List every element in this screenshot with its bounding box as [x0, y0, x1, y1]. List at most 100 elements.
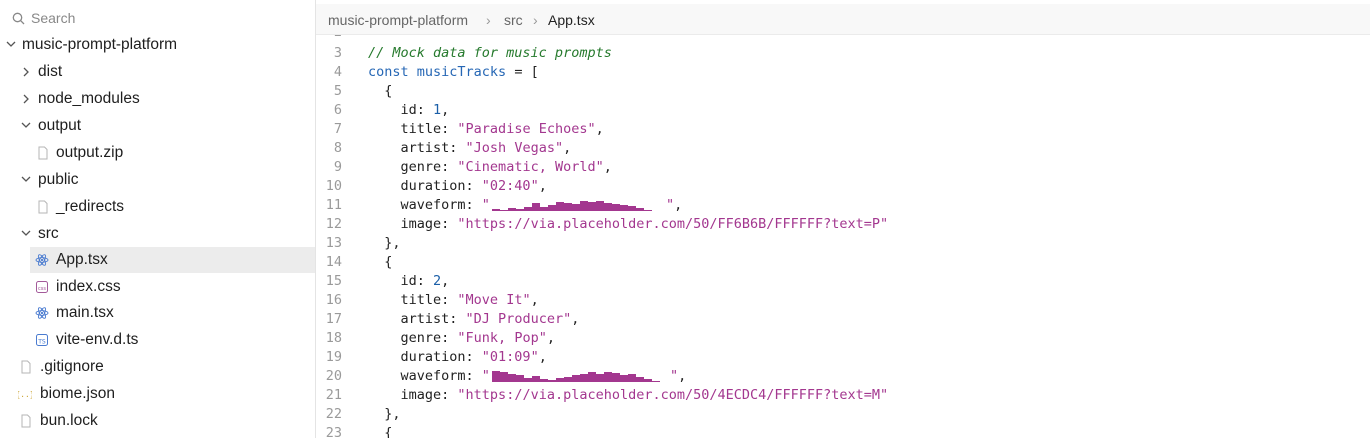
chevron-down-icon: [21, 230, 31, 236]
tree-item-biome-json[interactable]: {..} biome.json: [0, 381, 315, 407]
code-token: ,: [678, 368, 687, 384]
code-token: ,: [546, 330, 555, 346]
code-line: 21 image: "https://via.placeholder.com/5…: [316, 386, 1370, 405]
tree-item-public[interactable]: public: [0, 167, 315, 193]
code-line: 15 id: 2,: [316, 272, 1370, 291]
code-string: "DJ Producer": [465, 311, 572, 327]
tree-item-label: .gitignore: [40, 358, 104, 375]
tree-item-index-css[interactable]: css index.css: [0, 274, 315, 300]
line-number: 10: [325, 178, 342, 194]
search-box[interactable]: Search: [0, 4, 315, 32]
code-token: ,: [530, 292, 539, 308]
tree-item-label: biome.json: [40, 385, 115, 402]
code-token: ,: [538, 349, 547, 365]
line-number: 22: [325, 406, 342, 422]
tree-item-dist[interactable]: dist: [0, 59, 315, 85]
tree-item-node-modules[interactable]: node_modules: [0, 86, 315, 112]
tree-item-output-zip[interactable]: output.zip: [0, 140, 315, 166]
code-token: ,: [603, 159, 612, 175]
code-key: genre:: [400, 159, 458, 175]
code-key: title:: [400, 292, 458, 308]
code-string: "Cinematic, World": [457, 159, 604, 175]
tree-item-label: index.css: [56, 278, 121, 295]
tree-item-gitignore[interactable]: .gitignore: [0, 354, 315, 380]
line-number: 13: [325, 235, 342, 251]
code-line: 13 },: [316, 234, 1370, 253]
breadcrumb-project[interactable]: music-prompt-platform: [328, 12, 469, 28]
file-icon: [38, 200, 48, 214]
svg-text:css: css: [38, 286, 46, 292]
code-line: 18 genre: "Funk, Pop",: [316, 329, 1370, 348]
code-line: 20 waveform: " ",: [316, 367, 1370, 386]
chevron-down-icon: [21, 176, 31, 182]
line-number: 11: [325, 197, 342, 213]
code-line: 9 genre: "Cinematic, World",: [316, 158, 1370, 177]
tree-item-vite-env[interactable]: TS vite-env.d.ts: [0, 327, 315, 353]
line-number: 2: [316, 35, 342, 40]
code-key: waveform:: [400, 197, 482, 213]
tree-item-main-tsx[interactable]: main.tsx: [0, 300, 315, 326]
code-line: 22 },: [316, 405, 1370, 424]
tree-item-label: public: [38, 171, 79, 188]
line-number: 4: [333, 64, 342, 80]
code-token: ,: [674, 197, 683, 213]
tree-item-label: music-prompt-platform: [22, 36, 178, 53]
tree-item-label: output: [38, 117, 82, 134]
tree-item-label: _redirects: [56, 198, 125, 215]
tree-item-label: node_modules: [38, 90, 140, 107]
breadcrumb-folder[interactable]: src: [504, 12, 523, 28]
tree-item-label: dist: [38, 63, 63, 80]
breadcrumb-separator: ›: [486, 12, 491, 28]
code-line: 17 artist: "DJ Producer",: [316, 310, 1370, 329]
breadcrumb-file[interactable]: App.tsx: [548, 12, 595, 28]
line-number: 7: [333, 121, 342, 137]
tree-item-music-prompt-platform[interactable]: music-prompt-platform: [0, 32, 315, 58]
code-editor: music-prompt-platform › src › App.tsx 2 …: [316, 0, 1370, 438]
code-token: {: [384, 254, 393, 270]
line-number: 17: [325, 311, 342, 327]
file-icon: [38, 146, 48, 160]
code-line: 11 waveform: " ",: [316, 196, 1370, 215]
code-token: },: [384, 406, 401, 422]
code-token: ,: [538, 178, 547, 194]
code-string: "Josh Vegas": [465, 140, 564, 156]
tree-item-label: src: [38, 225, 59, 242]
code-token: = [: [506, 64, 539, 80]
tree-item-label: bun.lock: [40, 412, 98, 429]
line-number: 12: [325, 216, 342, 232]
tree-item-src[interactable]: src: [0, 221, 315, 247]
tree-item-bun-lock[interactable]: bun.lock: [0, 408, 315, 434]
code-token: ,: [563, 140, 572, 156]
code-token: ,: [571, 311, 580, 327]
search-placeholder: Search: [31, 10, 76, 26]
code-number: 2: [433, 273, 442, 289]
chevron-down-icon: [21, 122, 31, 128]
react-icon: [35, 307, 49, 319]
code-line: 7 title: "Paradise Echoes",: [316, 120, 1370, 139]
file-explorer-sidebar: Search music-prompt-platform dist node_m…: [0, 0, 316, 438]
tree-item-redirects[interactable]: _redirects: [0, 194, 315, 220]
code-string: "Funk, Pop": [457, 330, 547, 346]
code-key: id:: [400, 273, 434, 289]
line-number: 23: [325, 425, 342, 438]
code-line: 5 {: [316, 82, 1370, 101]
chevron-right-icon: [23, 94, 29, 104]
code-line: 10 duration: "02:40",: [316, 177, 1370, 196]
code-string: "Paradise Echoes": [457, 121, 596, 137]
chevron-right-icon: [23, 67, 29, 77]
code-area[interactable]: 2 3 // Mock data for music prompts 4 con…: [316, 35, 1370, 438]
tree-item-app-tsx[interactable]: App.tsx: [30, 247, 315, 273]
code-line: 23 {: [316, 424, 1370, 438]
tree-item-label: vite-env.d.ts: [56, 331, 139, 348]
tree-item-label: main.tsx: [56, 304, 114, 321]
tree-item-output[interactable]: output: [0, 113, 315, 139]
line-number: 18: [325, 330, 342, 346]
chevron-down-icon: [6, 41, 16, 47]
waveform-glyphs: [491, 201, 652, 211]
tree-item-label: output.zip: [56, 144, 124, 161]
line-number: 21: [325, 387, 342, 403]
code-key: duration:: [400, 349, 482, 365]
code-line: 12 image: "https://via.placeholder.com/5…: [316, 215, 1370, 234]
typescript-file-icon: TS: [36, 334, 48, 346]
line-number: 9: [333, 159, 342, 175]
